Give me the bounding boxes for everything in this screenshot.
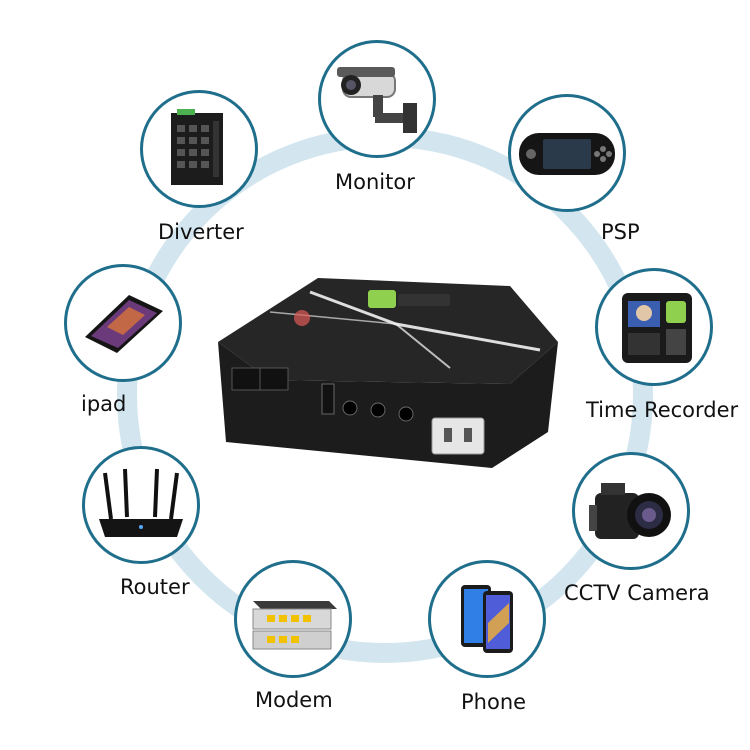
cctv-camera-label: CCTV Camera	[564, 581, 710, 605]
phone-circle	[428, 560, 546, 678]
monitor-circle	[318, 40, 436, 158]
network-switch-icon	[171, 109, 223, 185]
security-camera-icon	[337, 67, 417, 133]
time-recorder-label: Time Recorder	[586, 398, 739, 422]
mini-ups-device-icon	[218, 278, 558, 468]
modem-label: Modem	[255, 688, 333, 712]
smartphone-icon	[461, 585, 513, 653]
phone-label: Phone	[461, 690, 527, 714]
diverter-label: Diverter	[158, 220, 244, 244]
diverter-circle	[140, 90, 258, 208]
router-circle	[82, 446, 200, 564]
psp-label: PSP	[601, 220, 640, 244]
handheld-console-icon	[519, 133, 615, 175]
video-camera-icon	[589, 483, 671, 539]
ipad-circle	[64, 264, 182, 382]
modem-circle	[234, 560, 352, 678]
monitor-label: Monitor	[335, 170, 415, 194]
router-label: Router	[120, 575, 190, 599]
wifi-router-icon	[99, 468, 183, 537]
time-recorder-circle	[595, 268, 713, 386]
modem-icon	[252, 601, 337, 650]
psp-circle	[508, 94, 626, 212]
cctv-camera-circle	[572, 452, 690, 570]
tablet-icon	[85, 295, 163, 353]
ipad-label: ipad	[81, 392, 127, 416]
fingerprint-terminal-icon	[622, 293, 692, 363]
